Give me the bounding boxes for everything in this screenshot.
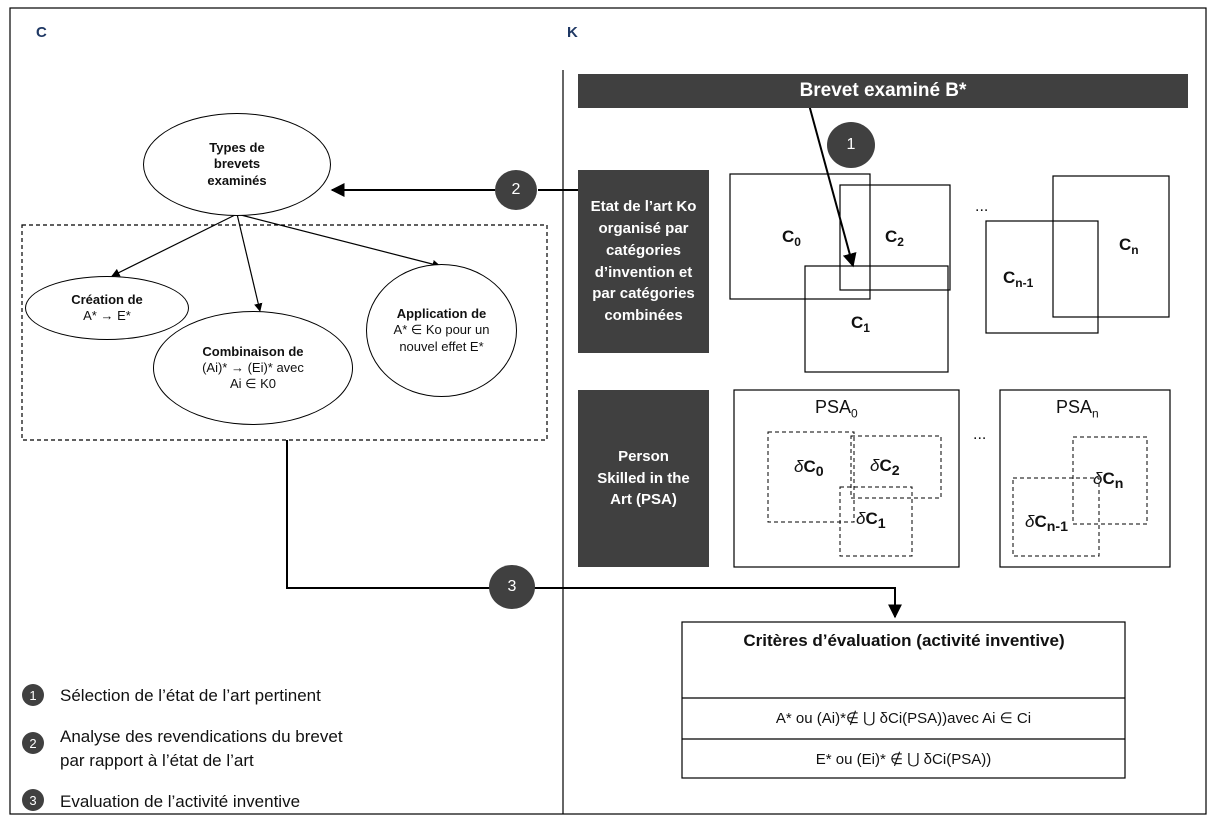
dashed-group-box bbox=[21, 224, 548, 441]
legend-marker-2: 2 bbox=[22, 732, 44, 754]
criteria-row-1: A* ou (Ai)*∉ ⋃ δCi(PSA))avec Ai ∈ Ci bbox=[775, 710, 1032, 727]
label-delta-cn: δCn bbox=[1093, 469, 1124, 492]
box-c2 bbox=[839, 184, 951, 291]
box-delta-cn bbox=[1072, 436, 1148, 525]
label-cn: Cn bbox=[1119, 235, 1139, 257]
step-marker-3: 3 bbox=[489, 565, 535, 609]
legend-item-1: Sélection de l’état de l’art pertinent bbox=[60, 686, 321, 705]
arrow-banner-to-c1 bbox=[807, 100, 857, 268]
box-delta-c1 bbox=[839, 486, 913, 557]
label-c2: C2 bbox=[885, 227, 904, 249]
legend-item-2-line1: Analyse des revendications du brevet bbox=[60, 727, 343, 746]
combinaison-title: Combinaison de bbox=[202, 343, 304, 359]
psa-box: Person Skilled in the Art (PSA) bbox=[578, 390, 709, 567]
box-delta-cn-1 bbox=[1012, 477, 1100, 557]
label-c1: C1 bbox=[851, 313, 870, 335]
box-psa0 bbox=[733, 389, 960, 568]
label-psan: PSAn bbox=[1056, 397, 1099, 421]
arrow-to-creation bbox=[111, 213, 238, 277]
combinaison-line1: (Ai)* → (Ei)* avec bbox=[202, 359, 304, 375]
criteria-row-2: E* ou (Ei)* ∉ ⋃ δCi(PSA)) bbox=[815, 751, 992, 768]
panel-letter-k: K bbox=[567, 24, 578, 41]
legend-item-3: Evaluation de l’activité inventive bbox=[60, 792, 301, 811]
application-title: Application de bbox=[396, 306, 487, 322]
label-delta-cn-1: δCn-1 bbox=[1025, 512, 1068, 535]
label-delta-c0: δC0 bbox=[794, 457, 824, 480]
step-marker-2: 2 bbox=[495, 170, 537, 210]
ellipsis-categories: ... bbox=[975, 198, 989, 215]
box-cn-1 bbox=[985, 220, 1099, 334]
ellipse-application: Application de A* ∈ Ko pour un nouvel ef… bbox=[366, 264, 517, 397]
box-delta-c2 bbox=[850, 435, 942, 499]
box-cn bbox=[1052, 175, 1170, 318]
creation-body: A* → E* bbox=[83, 308, 131, 323]
panel-letter-c: C bbox=[36, 24, 47, 41]
label-c0: C0 bbox=[782, 227, 801, 249]
criteria-table bbox=[681, 621, 1126, 779]
arrow-to-application bbox=[236, 213, 441, 269]
connector-to-criteria bbox=[286, 440, 902, 619]
label-delta-c2: δC2 bbox=[870, 456, 900, 479]
combinaison-line2: Ai ∈ K0 bbox=[229, 376, 276, 392]
arrow-to-combinaison bbox=[236, 213, 263, 312]
creation-title: Création de bbox=[71, 291, 143, 307]
criteria-title: Critères d’évaluation (activité inventiv… bbox=[743, 631, 1065, 650]
ellipse-creation: Création de A* → E* bbox=[25, 276, 189, 340]
label-delta-c1: δC1 bbox=[856, 509, 886, 532]
outer-frame bbox=[9, 7, 1207, 815]
etat-de-l-art-box: Etat de l’art Ko organisé par catégories… bbox=[578, 170, 709, 353]
legend-item-2-line2: par rapport à l’état de l’art bbox=[60, 751, 254, 770]
ellipse-combinaison: Combinaison de (Ai)* → (Ei)* avec Ai ∈ K… bbox=[153, 311, 353, 425]
root-ellipse-types-brevets: Types de brevets examinés bbox=[143, 113, 331, 216]
legend-marker-3: 3 bbox=[22, 789, 44, 811]
box-c1 bbox=[804, 265, 949, 373]
application-line2: nouvel effet E* bbox=[399, 338, 484, 354]
application-line1: A* ∈ Ko pour un bbox=[393, 322, 490, 338]
banner-brevet-examine: Brevet examiné B* bbox=[578, 74, 1188, 108]
label-cn-1: Cn-1 bbox=[1003, 268, 1034, 290]
label-psa0: PSA0 bbox=[815, 397, 858, 421]
ellipsis-psa: ... bbox=[973, 426, 987, 443]
legend-marker-1: 1 bbox=[22, 684, 44, 706]
step-marker-1: 1 bbox=[827, 122, 875, 168]
box-delta-c0 bbox=[767, 431, 855, 523]
box-psan bbox=[999, 389, 1171, 568]
box-c0 bbox=[729, 173, 871, 300]
